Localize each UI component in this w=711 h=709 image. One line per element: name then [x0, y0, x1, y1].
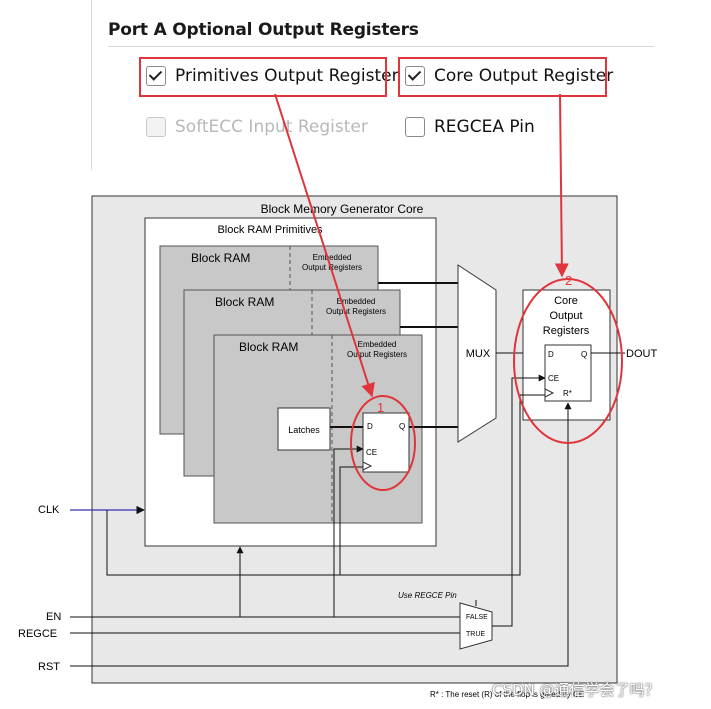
softecc-input-register-checkbox: SoftECC Input Register: [146, 117, 368, 137]
core-ff-d: D: [548, 350, 554, 359]
rst-label: RST: [38, 661, 60, 673]
regcea-pin-checkbox[interactable]: REGCEA Pin: [405, 117, 535, 137]
primitive-flipflop: [362, 412, 410, 473]
core-output-register-checkbox[interactable]: Core Output Register: [405, 66, 613, 86]
regce-mux-true: TRUE: [466, 631, 485, 638]
latches-label: Latches: [288, 425, 320, 435]
clock-triangle: [544, 388, 555, 398]
latches-box: [277, 407, 331, 451]
block-ram-label: Block RAM: [191, 251, 250, 265]
core-flipflop: [544, 344, 592, 402]
en-to-primitive-ce: [333, 445, 364, 617]
core-ff-ce: CE: [548, 374, 559, 383]
regce-label: REGCE: [18, 628, 57, 640]
primitives-title: Block RAM Primitives: [217, 224, 323, 236]
checkbox-unchecked-icon[interactable]: [405, 117, 425, 137]
mux: [457, 264, 497, 443]
checkbox-label: REGCEA Pin: [434, 117, 535, 137]
options-panel: Port A Optional Output Registers Primiti…: [0, 0, 711, 180]
checkbox-label: Primitives Output Register: [175, 66, 399, 86]
checkbox-checked-icon[interactable]: [146, 66, 166, 86]
highlight-box-primitives: [139, 57, 387, 97]
clk-label: CLK: [38, 504, 60, 516]
watermark: CSDN @通信学会了吗？: [492, 681, 660, 699]
annotation-number-2: 2: [565, 273, 572, 288]
dout-label: DOUT: [626, 348, 657, 360]
panel-divider: [91, 0, 92, 170]
regce-mux-false: FALSE: [466, 614, 488, 621]
checkbox-checked-icon[interactable]: [405, 66, 425, 86]
regce-mux-to-core-ce: [492, 374, 546, 627]
annotation-circle-2: [513, 278, 623, 444]
primitives-output-register-checkbox[interactable]: Primitives Output Register: [146, 66, 399, 86]
checkbox-disabled-icon: [146, 117, 166, 137]
block-ram-label: Block RAM: [215, 295, 274, 309]
clock-triangle: [362, 461, 373, 471]
ff-d: D: [367, 422, 373, 431]
checkbox-label: Core Output Register: [434, 66, 614, 86]
annotation-circle-1: [350, 395, 416, 491]
core-ff-reset: R*: [563, 389, 572, 398]
footnote: R* : The reset (R) of the flop is gated …: [430, 690, 584, 699]
ff-ce: CE: [366, 448, 377, 457]
annotation-arrow-1: [274, 93, 375, 398]
rst-wire: [70, 402, 572, 667]
ff-q: Q: [399, 422, 405, 431]
core-ff-q: Q: [581, 350, 587, 359]
regce-mux: [459, 602, 493, 650]
regce-mux-title: Use REGCE Pin: [398, 591, 457, 600]
clk-distribution-wire: [106, 394, 545, 576]
core-title: Block Memory Generator Core: [261, 202, 424, 216]
mux-label: MUX: [466, 348, 491, 360]
checkbox-label: SoftECC Input Register: [175, 117, 368, 137]
annotation-number-1: 1: [377, 400, 384, 415]
block-ram-label: Block RAM: [239, 340, 298, 354]
highlight-box-core: [398, 57, 607, 97]
section-title: Port A Optional Output Registers: [108, 20, 419, 40]
section-divider: [108, 46, 654, 47]
annotation-arrow-2: [554, 93, 569, 278]
en-label: EN: [46, 611, 61, 623]
